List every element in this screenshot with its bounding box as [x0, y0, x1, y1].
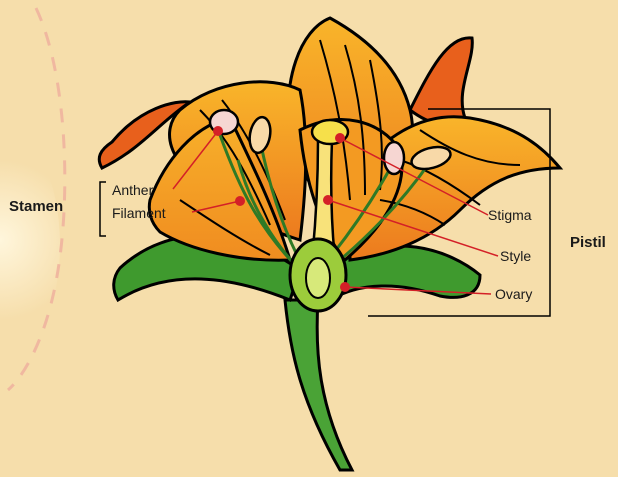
- stamen-bracket: [100, 182, 106, 236]
- pistil-label: Pistil: [570, 235, 606, 251]
- style-label: Style: [500, 248, 531, 264]
- right-flare-petal: [410, 38, 472, 125]
- background-glow: [0, 125, 60, 365]
- stigma-label: Stigma: [488, 207, 532, 223]
- ovary-label: Ovary: [495, 286, 532, 302]
- anther-label: Anther: [112, 182, 153, 198]
- stamen-label: Stamen: [9, 199, 63, 215]
- stem: [285, 300, 352, 470]
- filament-label: Filament: [112, 205, 166, 221]
- ovary-inner: [306, 258, 330, 298]
